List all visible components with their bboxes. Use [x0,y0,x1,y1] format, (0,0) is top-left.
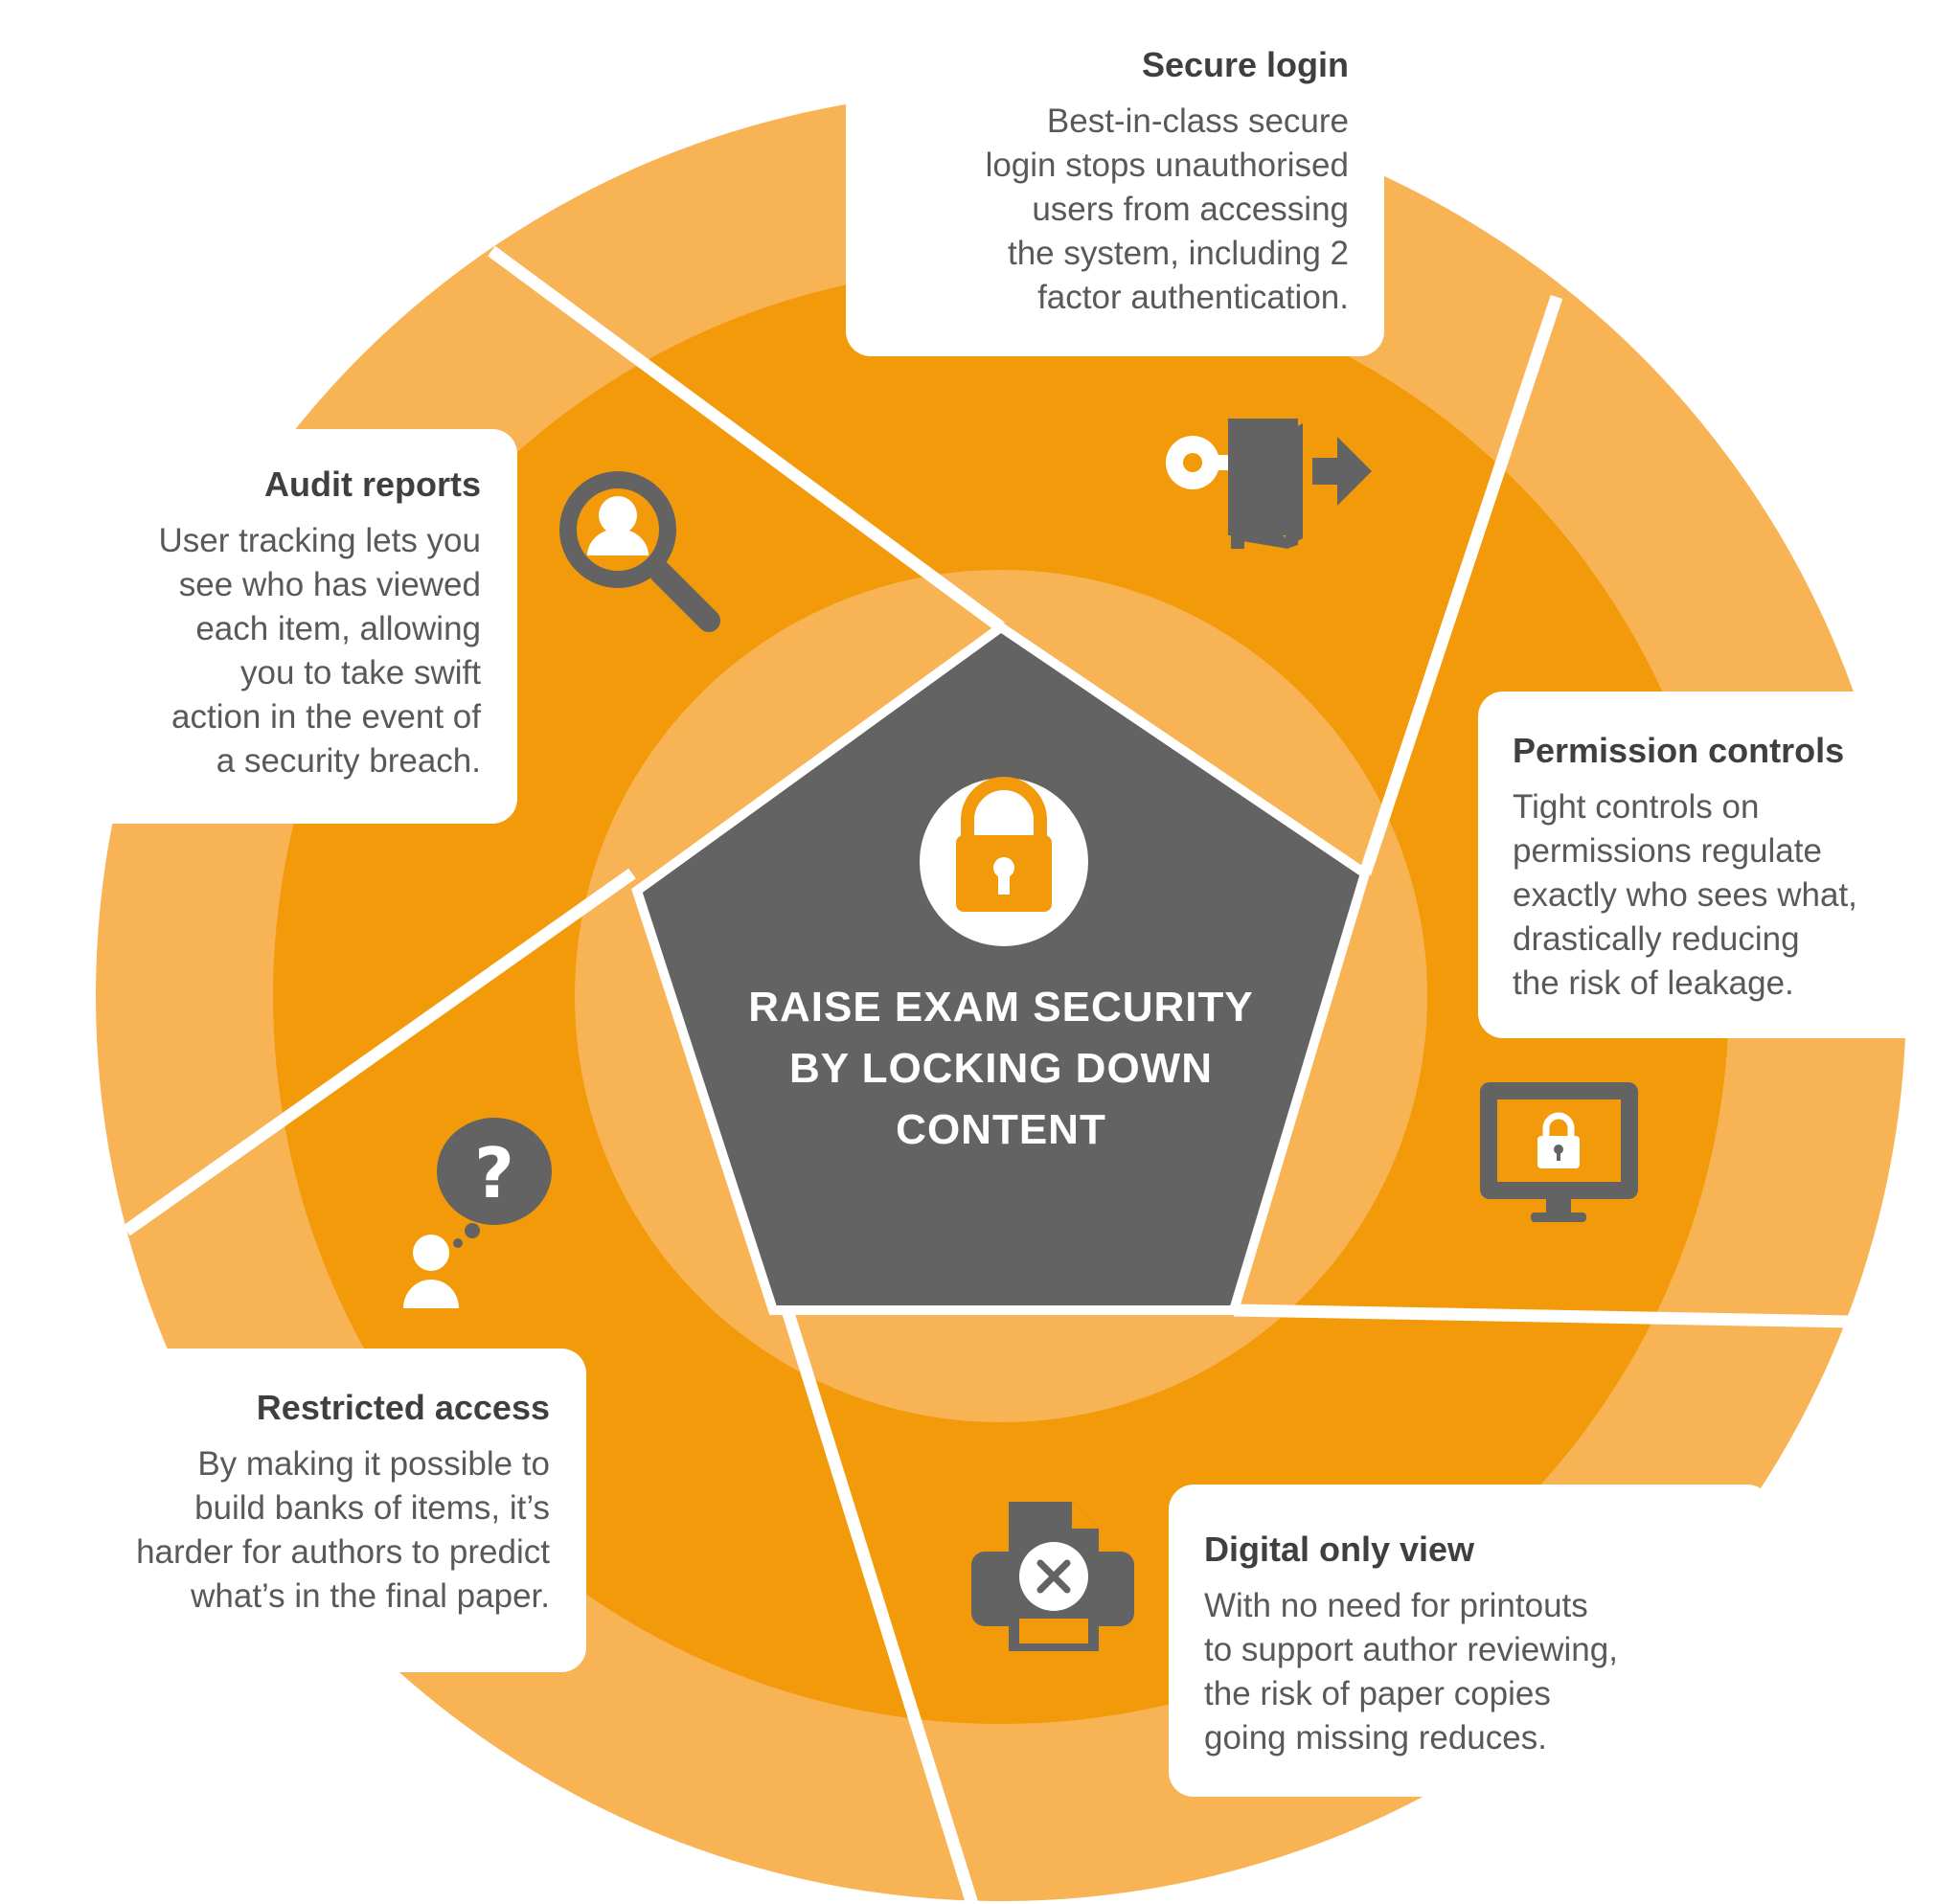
audit-reports-line: a security breach. [216,742,481,780]
audit-reports-description: User tracking lets you see who has viewe… [77,519,481,783]
restricted-access-line: what’s in the final paper. [191,1577,550,1615]
secure-login-line: the system, including 2 [1007,235,1349,272]
secure-login-line: factor authentication. [1037,279,1349,316]
permission-controls-description: Tight controls on permissions regulate e… [1513,785,1909,1006]
restricted-access-line: By making it possible to [197,1445,550,1483]
key-door-icon [1166,419,1372,549]
permission-controls-line: drastically reducing [1513,920,1800,958]
divider-right [1233,1303,1850,1328]
audit-reports-line: you to take swift [240,654,481,691]
divider-top-left [488,245,1005,633]
digital-only-view-description: With no need for printouts to support au… [1204,1584,1753,1760]
audit-reports-line: each item, allowing [195,610,481,647]
secure-login-line: users from accessing [1032,191,1349,228]
permission-controls-line: Tight controls on [1513,788,1760,826]
divider-top-right [1358,294,1563,876]
center-statement: RAISE EXAM SECURITY BY LOCKING DOWN CONT… [671,977,1332,1161]
restricted-access-title: Restricted access [256,1388,550,1427]
digital-only-view-line: the risk of paper copies [1204,1675,1551,1712]
audit-reports-line: User tracking lets you [158,522,481,559]
digital-only-view-line: to support author reviewing, [1204,1631,1618,1668]
digital-only-view-line: going missing reduces. [1204,1719,1547,1757]
no-print-icon [971,1502,1134,1651]
digital-only-view-title: Digital only view [1204,1530,1475,1569]
secure-login-line: Best-in-class secure [1046,102,1349,140]
restricted-access-line: harder for authors to predict [136,1533,550,1571]
padlock-icon [920,777,1088,946]
digital-only-view-card: Digital only view With no need for print… [1169,1485,1772,1797]
svg-text:?: ? [474,1133,514,1213]
permission-controls-line: the risk of leakage. [1513,964,1794,1002]
audit-reports-line: action in the event of [171,698,481,736]
center-line-1: RAISE EXAM SECURITY [748,984,1254,1031]
secure-login-line: login stops unauthorised [985,147,1349,184]
center-line-3: CONTENT [896,1106,1106,1153]
divider-left [123,868,636,1236]
audit-reports-line: see who has viewed [178,566,481,603]
divider-bottom [781,1308,979,1904]
restricted-access-card: Restricted access By making it possible … [21,1349,586,1672]
permission-controls-card: Permission controls Tight controls on pe… [1478,691,1928,1038]
secure-login-card: Secure login Best-in-class secure login … [846,33,1384,356]
restricted-access-line: build banks of items, it’s [194,1489,550,1527]
audit-reports-title: Audit reports [263,465,481,504]
segment-dividers [123,245,1850,1904]
center-line-2: BY LOCKING DOWN [789,1045,1213,1092]
restricted-access-description: By making it possible to build banks of … [40,1442,550,1619]
permission-controls-line: exactly who sees what, [1513,876,1857,914]
permission-controls-title: Permission controls [1513,731,1845,770]
secure-login-title: Secure login [1141,45,1349,84]
secure-login-description: Best-in-class secure login stops unautho… [884,100,1349,320]
locked-monitor-icon [1480,1082,1638,1222]
center-pentagon [631,621,1371,1315]
user-search-icon [559,471,720,632]
user-question-icon: ? [403,1118,552,1308]
audit-reports-card: Audit reports User tracking lets you see… [57,429,517,824]
digital-only-view-line: With no need for printouts [1204,1587,1588,1624]
permission-controls-line: permissions regulate [1513,832,1822,870]
